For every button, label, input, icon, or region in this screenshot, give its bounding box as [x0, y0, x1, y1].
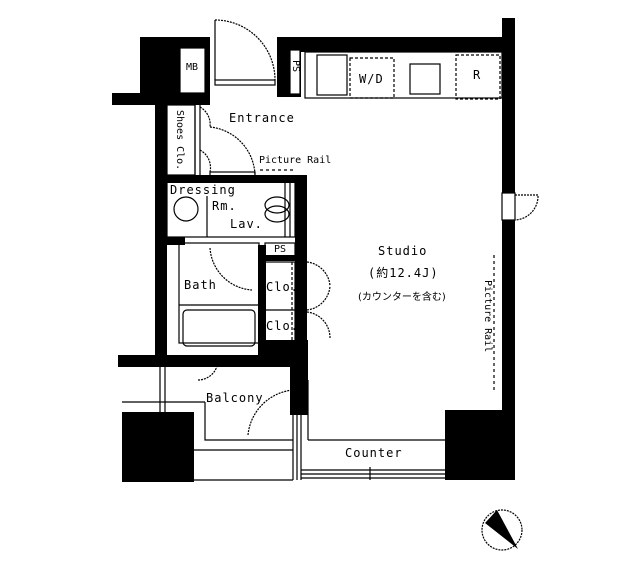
shoes-closet-label: Shoes Clo. — [174, 110, 185, 171]
dressing-label: Dressing — [170, 183, 236, 197]
lav-label: Lav. — [230, 217, 263, 231]
north-arrow-icon — [481, 509, 523, 551]
studio-label: Studio — [378, 244, 428, 258]
studio-note-label: (カウンターを含む) — [358, 292, 446, 303]
wd-label: W/D — [359, 72, 384, 86]
counter-label: Counter — [345, 446, 403, 460]
picture-rail-right-label: Picture Rail — [482, 280, 493, 353]
walls — [112, 18, 515, 482]
refrigerator-label: R — [473, 68, 482, 82]
balcony-label: Balcony — [206, 391, 264, 405]
ps-top-label: PS — [290, 60, 301, 73]
dressing-rm-label: Rm. — [212, 199, 237, 213]
fixture-lines — [122, 19, 539, 481]
studio-area-label: (約12.4J) — [368, 266, 439, 280]
mb-label: MB — [186, 62, 199, 73]
entrance-label: Entrance — [229, 111, 295, 125]
ps-mid-label: PS — [274, 244, 287, 255]
bath-label: Bath — [184, 278, 217, 292]
closet-1-label: Clo. — [266, 280, 299, 294]
picture-rail-top-label: Picture Rail — [259, 155, 332, 166]
closet-2-label: Clo. — [266, 319, 299, 333]
